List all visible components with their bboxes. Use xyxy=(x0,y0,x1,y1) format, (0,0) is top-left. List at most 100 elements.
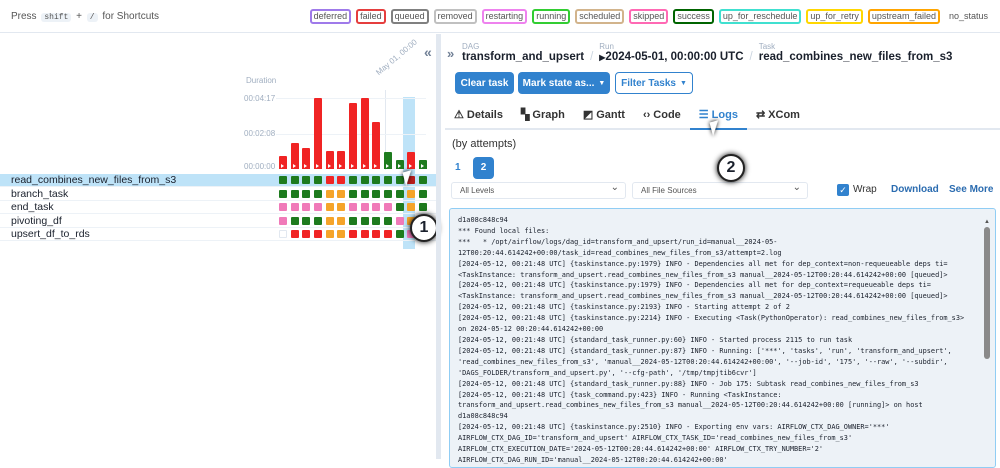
legend-up_for_reschedule[interactable]: up_for_reschedule xyxy=(718,9,802,24)
task-instance-square[interactable] xyxy=(325,176,334,184)
log-viewer[interactable]: ▲ d1a08c848c94*** Found local files:*** … xyxy=(449,208,996,468)
legend-restarting[interactable]: restarting xyxy=(481,9,528,24)
task-instance-square[interactable] xyxy=(313,203,322,212)
task-row[interactable]: upsert_df_to_rds xyxy=(0,228,436,242)
task-instance-square[interactable] xyxy=(290,203,299,212)
task-instance-square[interactable] xyxy=(279,189,287,198)
wrap-checkbox[interactable]: ✓ xyxy=(837,184,849,196)
duration-bar[interactable] xyxy=(383,152,392,169)
collapse-icon[interactable]: « xyxy=(424,44,432,60)
mark-state-button[interactable]: Mark state as...▼ xyxy=(518,72,610,94)
filter-tasks-button[interactable]: Filter Tasks▼ xyxy=(615,72,693,94)
task-instance-square[interactable] xyxy=(325,216,334,225)
task-instance-square[interactable] xyxy=(302,216,311,225)
task-instance-square[interactable] xyxy=(348,230,357,239)
task-instance-square[interactable] xyxy=(290,230,299,239)
legend-success[interactable]: success xyxy=(673,9,714,24)
task-instance-square[interactable] xyxy=(383,216,392,225)
task-instance-square[interactable] xyxy=(360,203,369,212)
scrollbar-thumb[interactable] xyxy=(984,227,990,359)
breadcrumb-run[interactable]: Run▶2024-05-01, 00:00:00 UTC xyxy=(599,42,743,63)
task-instance-square[interactable] xyxy=(360,176,369,184)
duration-bar[interactable] xyxy=(279,155,287,169)
panel-divider[interactable] xyxy=(436,34,441,459)
task-instance-square[interactable] xyxy=(372,230,381,239)
task-instance-square[interactable] xyxy=(360,230,369,239)
legend-no_status[interactable]: no_status xyxy=(948,11,988,21)
task-instance-square[interactable] xyxy=(290,216,299,225)
task-instance-square[interactable] xyxy=(313,176,322,184)
attempt-2-button[interactable]: 2 xyxy=(473,157,494,179)
task-instance-square[interactable] xyxy=(372,189,381,198)
task-instance-square[interactable] xyxy=(302,176,311,184)
task-instance-square[interactable] xyxy=(418,189,427,198)
task-instance-square[interactable] xyxy=(395,176,404,184)
task-instance-square[interactable] xyxy=(372,203,381,212)
task-instance-square[interactable] xyxy=(337,230,346,239)
legend-queued[interactable]: queued xyxy=(390,9,429,24)
task-row[interactable]: read_combines_new_files_from_s3 xyxy=(0,174,436,187)
tab-xcom[interactable]: ⇄XCom xyxy=(747,100,809,128)
task-instance-square[interactable] xyxy=(348,216,357,225)
duration-bar[interactable] xyxy=(395,159,404,169)
task-name[interactable]: branch_task xyxy=(11,187,69,200)
tab-graph[interactable]: ▚Graph xyxy=(512,100,574,128)
task-instance-square[interactable] xyxy=(395,203,404,212)
task-instance-square[interactable] xyxy=(360,189,369,198)
task-instance-square[interactable] xyxy=(395,189,404,198)
task-instance-square[interactable] xyxy=(395,216,404,225)
legend-failed[interactable]: failed xyxy=(356,9,386,24)
task-instance-square[interactable] xyxy=(290,176,299,184)
task-instance-square[interactable] xyxy=(325,189,334,198)
clear-task-button[interactable]: Clear task xyxy=(455,72,514,94)
duration-bar[interactable] xyxy=(290,143,299,169)
task-instance-square[interactable] xyxy=(337,189,346,198)
duration-bar[interactable] xyxy=(337,151,346,169)
duration-bar[interactable] xyxy=(407,151,416,169)
task-row[interactable]: pivoting_df xyxy=(0,215,436,228)
task-instance-square[interactable] xyxy=(407,203,416,212)
download-link[interactable]: Download xyxy=(891,184,939,195)
task-instance-square[interactable] xyxy=(418,203,427,212)
task-name[interactable]: upsert_df_to_rds xyxy=(11,228,90,241)
task-instance-square[interactable] xyxy=(325,230,334,239)
duration-bar[interactable] xyxy=(418,159,427,169)
tab-gantt[interactable]: ◩Gantt xyxy=(574,100,634,128)
task-instance-square[interactable] xyxy=(372,216,381,225)
task-instance-square[interactable] xyxy=(302,230,311,239)
see-more-link[interactable]: See More xyxy=(949,184,994,195)
task-row[interactable]: end_task xyxy=(0,201,436,215)
task-instance-square[interactable] xyxy=(337,203,346,212)
file-source-select[interactable]: All File Sources xyxy=(632,180,808,199)
tab-details[interactable]: ⚠Details xyxy=(445,100,512,128)
task-instance-square[interactable] xyxy=(325,203,334,212)
task-instance-square[interactable] xyxy=(348,189,357,198)
task-instance-square[interactable] xyxy=(372,176,381,184)
task-instance-square[interactable] xyxy=(279,203,287,212)
task-instance-square[interactable] xyxy=(337,176,346,184)
scroll-up-icon[interactable]: ▲ xyxy=(984,219,990,225)
duration-bar[interactable] xyxy=(360,97,369,169)
task-instance-square[interactable] xyxy=(279,230,287,239)
task-instance-square[interactable] xyxy=(290,189,299,198)
legend-upstream_failed[interactable]: upstream_failed xyxy=(867,9,940,24)
legend-removed[interactable]: removed xyxy=(433,9,477,24)
task-instance-square[interactable] xyxy=(383,203,392,212)
duration-bar[interactable] xyxy=(325,151,334,169)
task-instance-square[interactable] xyxy=(360,216,369,225)
task-row[interactable]: branch_task xyxy=(0,188,436,201)
task-name[interactable]: end_task xyxy=(11,201,54,214)
task-instance-square[interactable] xyxy=(313,189,322,198)
legend-deferred[interactable]: deferred xyxy=(309,9,352,24)
task-name[interactable]: pivoting_df xyxy=(11,214,62,227)
task-instance-square[interactable] xyxy=(313,216,322,225)
duration-bar[interactable] xyxy=(302,148,311,169)
task-instance-square[interactable] xyxy=(313,230,322,239)
task-instance-square[interactable] xyxy=(302,203,311,212)
task-instance-square[interactable] xyxy=(348,203,357,212)
attempt-1-button[interactable]: 1 xyxy=(455,162,461,173)
task-instance-square[interactable] xyxy=(348,176,357,184)
task-instance-square[interactable] xyxy=(337,216,346,225)
